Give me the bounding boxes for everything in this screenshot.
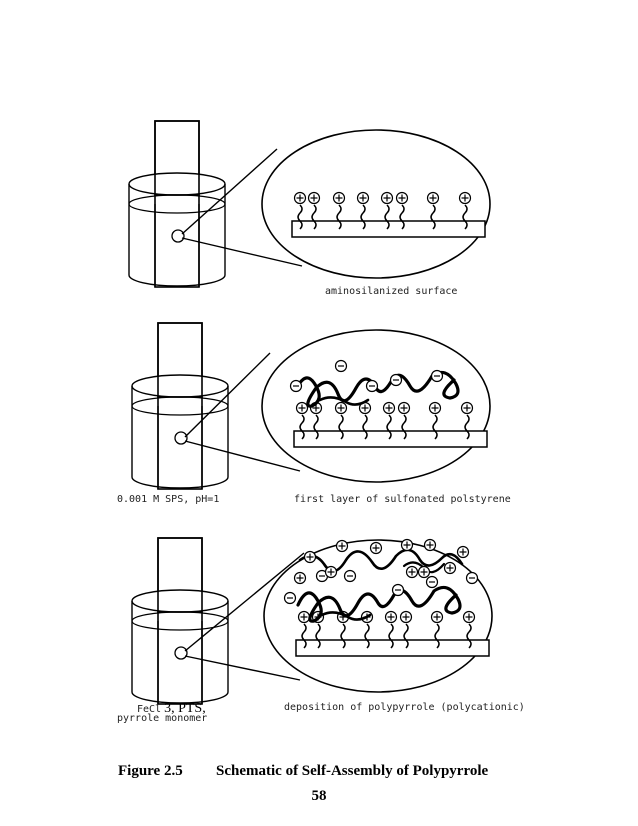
figure-title: Schematic of Self-Assembly of Polypyrrol… [216,763,489,779]
label-pyrrole-monomer: pyrrole monomer [117,713,207,724]
figure-schematic: aminosilanized surface 0.001 M SPS, pH=1… [117,120,525,724]
label-fecl-rest: 3, PTS, [164,701,206,716]
panel-aminosilanized: aminosilanized surface [128,120,491,297]
label-deposition: deposition of polypyrrole (polycationic) [284,702,525,713]
label-aminosilanized: aminosilanized surface [325,286,457,297]
label-first-layer: first layer of sulfonated polstyrene [294,494,511,505]
figure-number: Figure 2.5 [118,763,183,779]
page-number: 58 [311,788,327,804]
label-sps-solution: 0.001 M SPS, pH=1 [117,494,219,505]
figure-caption: Figure 2.5 Schematic of Self-Assembly of … [118,763,538,780]
label-fecl-small: FeCl [137,704,161,715]
panel-sps-layer: 0.001 M SPS, pH=1 first layer of sulfona… [117,322,511,505]
